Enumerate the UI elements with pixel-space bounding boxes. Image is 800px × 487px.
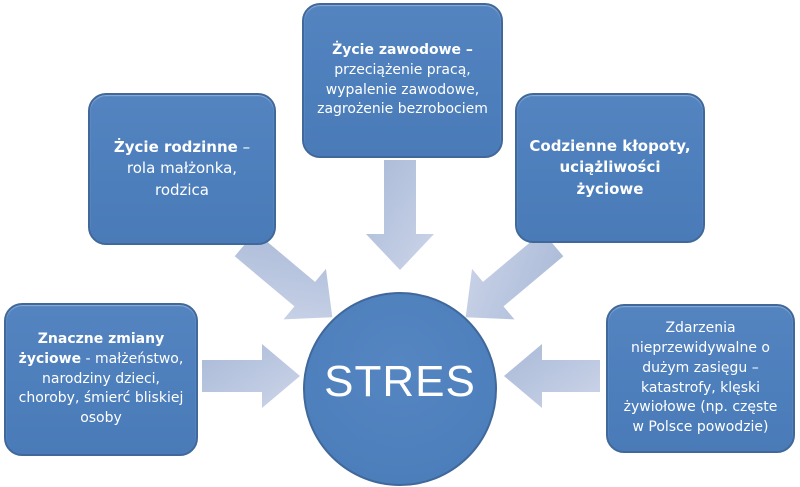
box-text-rest: przeciążenie pracą, wypalenie zawodowe, … xyxy=(317,61,488,118)
box-unpredictable-events: Zdarzenia nieprzewidywalne o dużym zasię… xyxy=(606,304,795,453)
box-text-rest: - małżeństwo, narodziny dzieci, choroby,… xyxy=(18,350,184,427)
box-daily-troubles: Codzienne kłopoty, uciążliwości życiowe xyxy=(515,93,705,243)
stress-circle: STRES xyxy=(303,292,497,486)
box-text-bold: Życie rodzinne xyxy=(113,138,238,157)
box-family-life: Życie rodzinne – rola małżonka, rodzica xyxy=(88,93,276,245)
box-life-changes: Znaczne zmiany życiowe - małżeństwo, nar… xyxy=(4,303,198,456)
box-text-bold: Znaczne zmiany życiowe xyxy=(18,330,165,367)
arrow-down-icon xyxy=(366,160,434,270)
box-text: Życie rodzinne – rola małżonka, rodzica xyxy=(99,137,265,201)
box-text-rest: Zdarzenia nieprzewidywalne o dużym zasię… xyxy=(623,319,778,436)
box-text-bold: Codzienne kłopoty, uciążliwości życiowe xyxy=(529,137,691,198)
arrow-right-icon xyxy=(202,344,300,408)
box-text-rest: – rola małżonka, rodzica xyxy=(126,138,251,199)
box-text-bold: Życie zawodowe – xyxy=(332,41,473,58)
arrow-down-right-icon xyxy=(234,231,333,320)
arrow-left-icon xyxy=(504,344,600,408)
box-work-life: Życie zawodowe – przeciążenie pracą, wyp… xyxy=(302,3,503,158)
box-text: Zdarzenia nieprzewidywalne o dużym zasię… xyxy=(617,319,784,438)
stress-label: STRES xyxy=(324,357,476,406)
arrow-down-left-icon xyxy=(465,231,564,320)
box-text: Znaczne zmiany życiowe - małżeństwo, nar… xyxy=(15,330,187,429)
box-text: Życie zawodowe – przeciążenie pracą, wyp… xyxy=(313,41,492,121)
box-text: Codzienne kłopoty, uciążliwości życiowe xyxy=(526,136,694,200)
